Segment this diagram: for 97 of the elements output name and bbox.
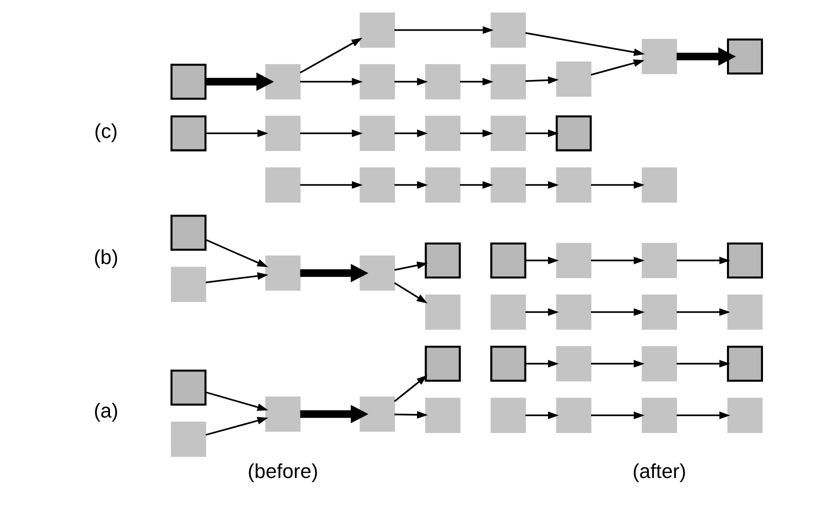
- node-box: [490, 398, 526, 433]
- node-box: [641, 167, 676, 203]
- arrow: [394, 130, 428, 138]
- node-box: [556, 167, 591, 203]
- node-box: [726, 398, 762, 433]
- node-box: [264, 167, 300, 203]
- node-box: [556, 62, 591, 97]
- node-box: [359, 116, 394, 151]
- arrow: [394, 181, 428, 189]
- arrow: [590, 59, 644, 76]
- node-box: [170, 64, 206, 100]
- node-box: [359, 255, 394, 291]
- arrow: [524, 360, 558, 368]
- node-box: [556, 346, 591, 382]
- arrow: [676, 412, 730, 420]
- node-box: [424, 398, 460, 433]
- node-box: [490, 294, 526, 330]
- arrow: [524, 308, 558, 316]
- node-box: [490, 64, 526, 100]
- node-box: [490, 116, 526, 151]
- node-box: [726, 294, 762, 330]
- arrow: [590, 360, 644, 368]
- node-box: [170, 422, 206, 457]
- label: (b): [93, 247, 118, 270]
- label: (a): [93, 400, 118, 423]
- node-box: [170, 214, 206, 251]
- node-box: [170, 115, 206, 152]
- node-box: [641, 38, 676, 74]
- node-box: [359, 12, 394, 48]
- arrow: [394, 282, 428, 304]
- node-box: [641, 398, 676, 433]
- node-box: [556, 398, 591, 433]
- node-box: [555, 115, 592, 152]
- node-box: [726, 242, 762, 278]
- node-box: [490, 167, 526, 203]
- label: (before): [247, 461, 318, 484]
- arrow: [394, 411, 428, 419]
- arrow: [205, 130, 268, 138]
- node-box: [170, 370, 206, 406]
- node-box: [264, 255, 300, 291]
- arrow: [205, 72, 274, 91]
- node-box: [359, 64, 394, 100]
- arrow: [524, 181, 558, 189]
- arrow: [205, 391, 268, 411]
- arrow: [524, 130, 558, 138]
- arrow: [676, 47, 736, 66]
- arrow: [205, 416, 268, 436]
- arrow: [300, 78, 362, 86]
- node-box: [490, 242, 526, 278]
- arrow: [300, 264, 368, 282]
- node-box: [264, 116, 300, 151]
- node-box: [726, 38, 762, 75]
- node-box: [556, 242, 591, 278]
- arrow: [459, 130, 493, 138]
- arrow: [590, 308, 644, 316]
- node-box: [264, 64, 300, 100]
- arrow: [524, 76, 558, 84]
- node-box: [359, 396, 394, 432]
- label: (c): [94, 121, 118, 144]
- arrow: [676, 256, 730, 264]
- arrow: [300, 404, 368, 424]
- label: (after): [632, 461, 686, 484]
- arrow: [205, 272, 268, 284]
- node-box: [556, 294, 591, 330]
- node-box: [264, 396, 300, 432]
- node-box: [424, 294, 460, 330]
- node-box: [726, 346, 762, 382]
- arrow: [204, 239, 268, 268]
- arrow: [459, 78, 493, 86]
- arrow: [590, 412, 644, 420]
- node-box: [490, 12, 526, 48]
- arrow: [394, 262, 428, 271]
- arrow: [524, 412, 558, 420]
- arrow: [590, 181, 644, 189]
- arrow: [393, 375, 427, 402]
- arrow: [459, 181, 493, 189]
- arrow: [524, 32, 644, 56]
- arrow: [394, 78, 428, 86]
- arrow: [394, 26, 494, 34]
- node-box: [424, 116, 460, 151]
- arrow: [524, 256, 558, 264]
- node-box: [170, 266, 206, 302]
- node-box: [424, 64, 460, 100]
- node-box: [359, 167, 394, 203]
- node-box: [424, 242, 460, 278]
- arrow: [300, 130, 362, 138]
- node-box: [490, 346, 526, 382]
- arrow: [590, 256, 644, 264]
- arrow: [676, 308, 730, 316]
- node-box: [641, 346, 676, 382]
- arrow: [300, 181, 362, 189]
- node-box: [641, 242, 676, 278]
- node-box: [424, 167, 460, 203]
- node-box: [424, 346, 460, 382]
- node-box: [641, 294, 676, 330]
- arrow: [299, 38, 362, 74]
- arrow: [676, 360, 730, 368]
